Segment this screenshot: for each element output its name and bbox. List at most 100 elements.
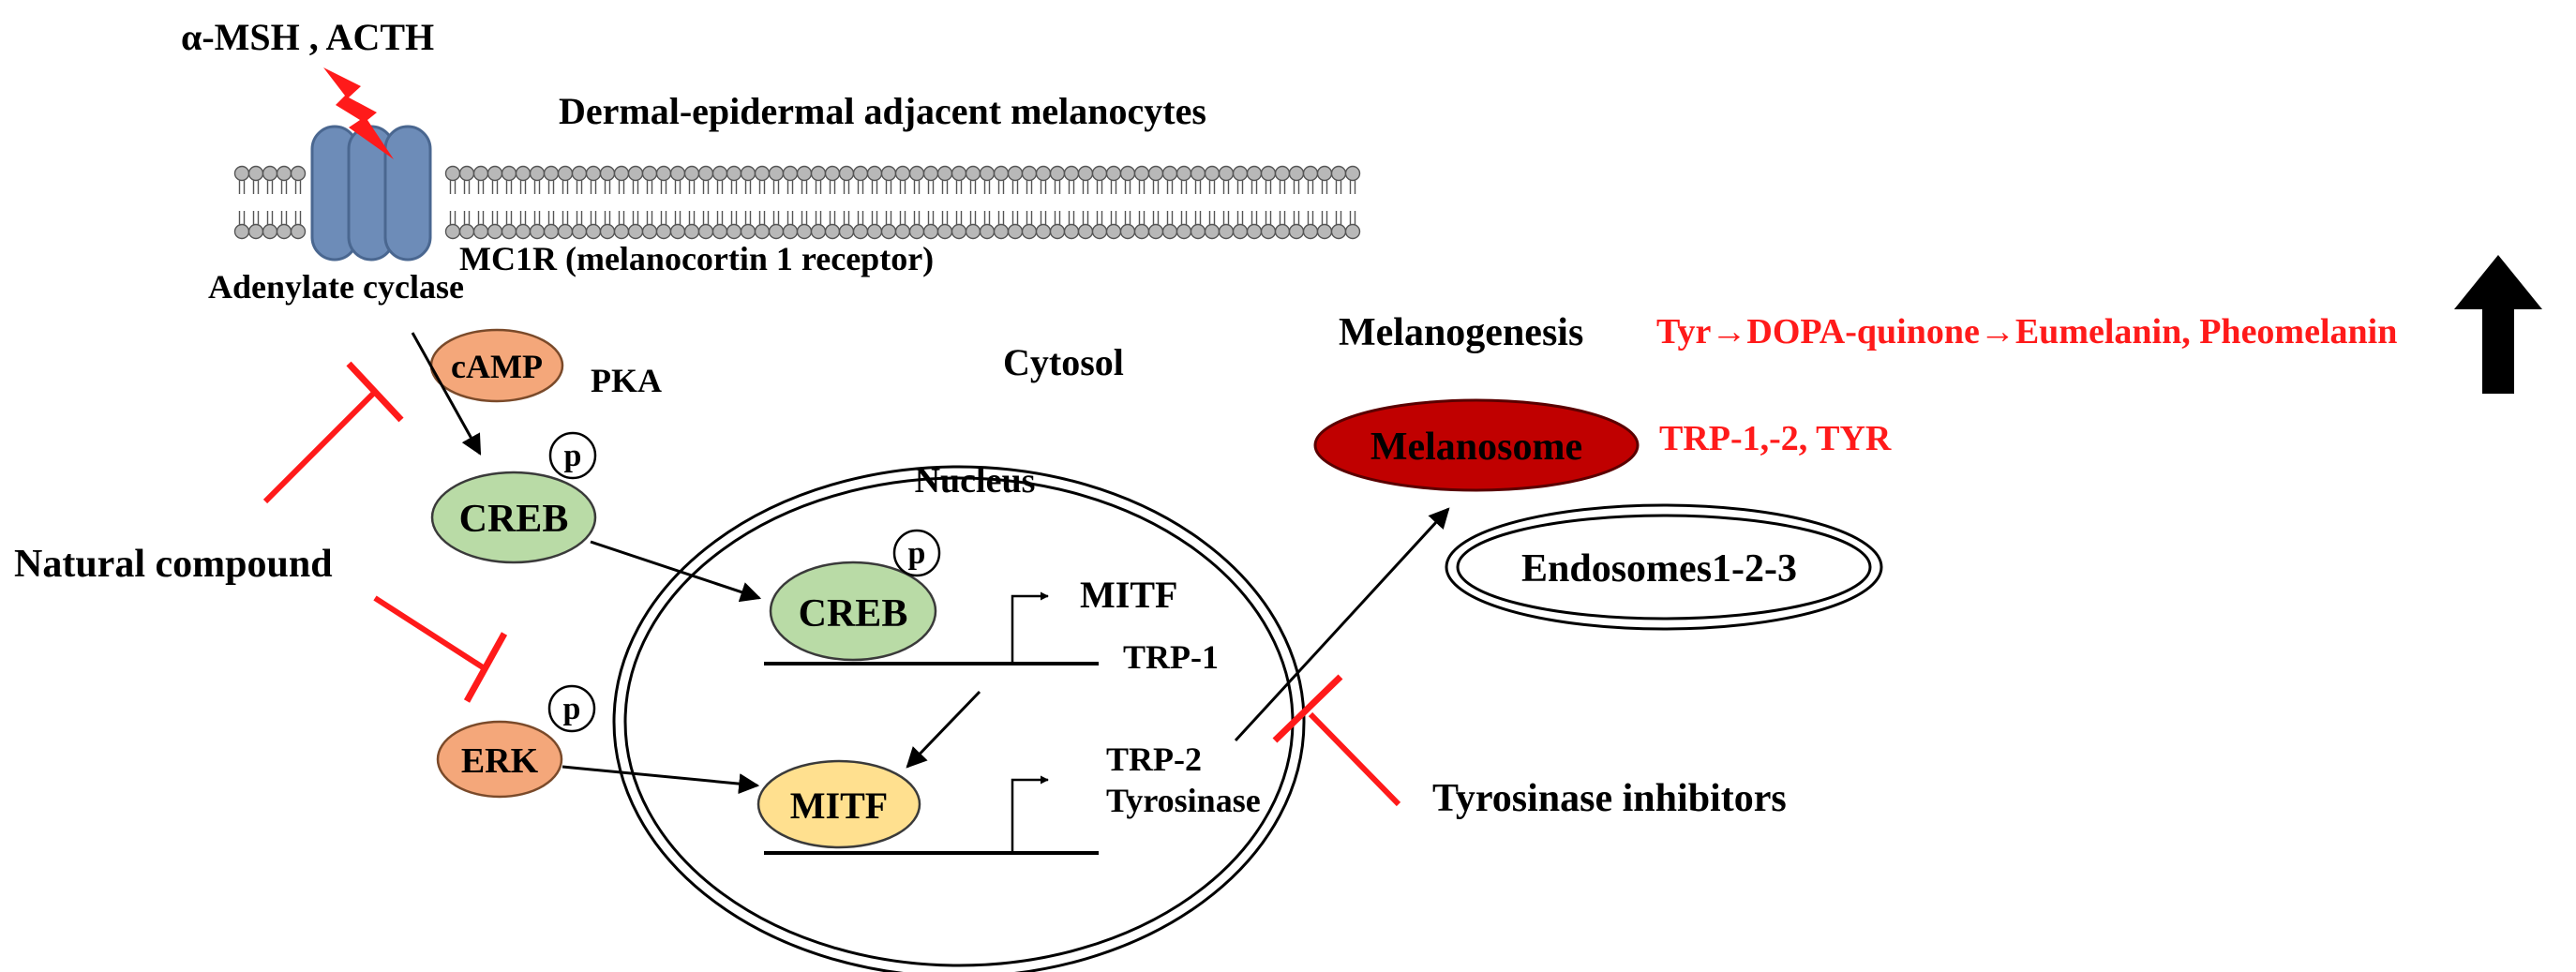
lipid-head [1204,223,1221,240]
lipid-head [726,165,742,182]
lipid-head [290,165,307,182]
lipid-tail [702,180,710,225]
lipid-tail [1208,180,1216,225]
lipid-tail [1279,180,1286,225]
lipid-tail [562,180,569,225]
lipid-head [487,165,503,182]
lipid-tail [576,180,583,225]
lipid-head [711,223,728,240]
melanin-pathway-label: Tyr→DOPA-quinone→Eumelanin, Pheomelanin [1656,312,2397,351]
lipid-head [936,223,953,240]
erk-node [436,720,563,799]
lipid-tail [1096,180,1103,225]
creb-cytosol-node [430,471,597,564]
nucleus-label: Nucleus [915,461,1036,501]
lipid-tail [829,180,836,225]
lipid-tail [1124,180,1131,225]
lipid-head [1077,223,1094,240]
lipid-head [1316,223,1333,240]
lipid-head [965,223,981,240]
lipid-head [1302,165,1319,182]
lipid-head [1105,223,1122,240]
lipid-head [1232,165,1249,182]
lipid-head [838,165,855,182]
lipid-tail [1110,180,1117,225]
lipid-head [585,165,602,182]
receptor-label: MC1R (melanocortin 1 receptor) [459,240,934,277]
lipid-head [458,165,475,182]
creb-nucleus-label: CREB [799,592,908,636]
lipid-tail [983,180,991,225]
lipid-tail [1307,180,1314,225]
lipid-head [979,223,996,240]
lipid-tail [899,180,906,225]
lipid-head [768,165,785,182]
lipid-head [1176,223,1192,240]
lipid-head [444,165,461,182]
lipid-head [697,165,714,182]
lipid-head [487,223,503,240]
lipid-head [247,165,264,182]
lipid-tail [505,180,513,225]
lipid-head [880,223,897,240]
lipid-tail [1026,180,1033,225]
lipid-head [543,165,560,182]
pka-label: PKA [591,362,662,399]
lipid-head [1021,223,1038,240]
lipid-head [472,165,489,182]
lipid-head [1316,165,1333,182]
lipid-tail [744,180,752,225]
creb-nucleus-node [769,561,937,662]
lipid-tail [1293,180,1300,225]
lipid-tail [1054,180,1061,225]
lipid-head [472,223,489,240]
lipid-head [585,223,602,240]
lipid-head [979,165,996,182]
lipid-head [276,165,292,182]
lipid-tail [1068,180,1075,225]
lipid-tail [280,180,288,225]
lipid-head [908,223,925,240]
lipid-head [683,223,700,240]
lipid-head [697,223,714,240]
lipid-tail [730,180,738,225]
lipid-head [655,165,672,182]
lipid-tail [533,180,541,225]
lipid-tail [772,180,780,225]
cytosol-label: Cytosol [1003,341,1124,383]
lipid-tail [1138,180,1146,225]
lipid-head [669,165,686,182]
lipid-head [1218,223,1235,240]
lipid-head [782,223,799,240]
lipid-head [1063,223,1080,240]
lipid-head [1147,223,1164,240]
lipid-head [1077,165,1094,182]
endosomes-outer [1445,503,1883,631]
lipid-head [1049,223,1066,240]
lipid-head [641,223,658,240]
lipid-head [993,223,1010,240]
lipid-head [515,223,532,240]
lipid-head [1007,165,1024,182]
lipid-head [1232,223,1249,240]
lipid-head [1302,223,1319,240]
lipid-tail [1335,180,1342,225]
lipid-head [557,165,574,182]
lipid-tail [801,180,808,225]
lipid-tail [252,180,260,225]
lipid-head [599,223,616,240]
lipid-tail [618,180,625,225]
lipid-head [655,223,672,240]
lipid-tail [927,180,935,225]
lipid-tail [913,180,921,225]
lipid-tail [871,180,878,225]
lipid-head [824,165,841,182]
lipid-head [894,165,911,182]
lipid-head [936,165,953,182]
lipid-head [1035,223,1052,240]
arrow-mitf-gene-to-protein [906,690,981,769]
endosomes-inner [1456,514,1872,621]
lipid-tail [786,180,794,225]
lipid-head [796,165,813,182]
